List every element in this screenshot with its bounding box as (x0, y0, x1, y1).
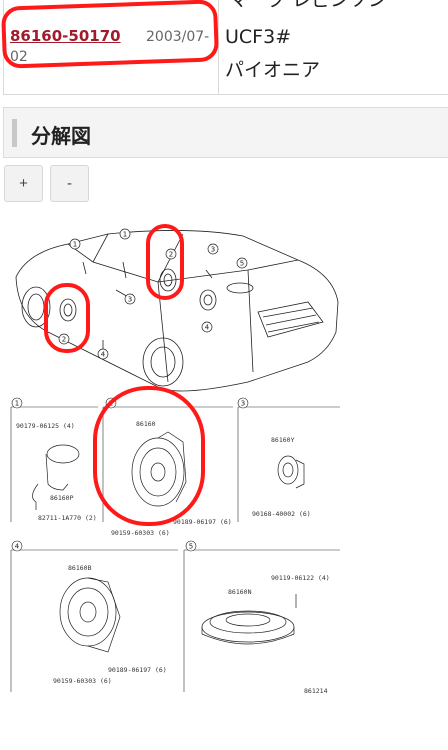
car-grade: マーク レビンソン (229, 0, 388, 11)
annotation-circle (0, 0, 220, 69)
annotation-circle (93, 386, 205, 526)
callout-label: 4 (205, 324, 210, 332)
part-label: 90189-06197 (6) (108, 666, 167, 674)
part-label: 90159-60303 (6) (53, 677, 112, 685)
part-label: 90119-06122 (4) (271, 574, 330, 582)
table-divider (218, 0, 219, 94)
section-header: 分解図 (3, 107, 448, 158)
group-number: 4 (15, 543, 20, 551)
part-label: 90179-06125 (4) (16, 422, 75, 430)
zoom-out-button[interactable]: - (50, 165, 89, 202)
part-label: 86160B (68, 564, 92, 572)
group-number: 5 (189, 543, 193, 551)
part-label: 86160P (50, 494, 74, 502)
part-label: 82711-1A770 (2) (38, 514, 97, 522)
callout-label: 3 (211, 246, 215, 254)
section-accent-bar (12, 119, 17, 147)
group-number: 1 (15, 400, 19, 408)
annotation-circle (146, 224, 184, 300)
part-number-link[interactable]: 86160-50170 (10, 27, 121, 45)
part-label: 90189-06197 (6) (173, 518, 232, 526)
callout-label: 2 (169, 251, 173, 259)
car-model: UCF3# (225, 26, 292, 48)
maker-name: パイオニア (225, 59, 321, 81)
part-label: 86160N (228, 588, 252, 596)
callout-label: 5 (240, 260, 244, 268)
annotation-circle (44, 283, 90, 353)
callout-label: 4 (101, 351, 106, 359)
exploded-diagram: 1 1 2 3 5 3 4 2 4 1 2 3 4 5 (10, 228, 340, 695)
part-label: 90168-40002 (6) (252, 510, 311, 518)
part-date-cont: 02 (10, 49, 28, 65)
figure-id: 861214 (304, 687, 328, 695)
group-number: 3 (241, 400, 245, 408)
section-title: 分解図 (31, 124, 91, 148)
part-label: 90159-60303 (6) (111, 529, 170, 537)
part-info-table: マーク レビンソン (3, 0, 448, 95)
callout-label: 3 (128, 296, 132, 304)
callout-label: 1 (73, 241, 77, 249)
callout-label: 1 (123, 231, 127, 239)
part-label: 86160Y (271, 436, 295, 444)
zoom-in-button[interactable]: + (4, 165, 43, 202)
part-date: 2003/07- (146, 29, 210, 45)
